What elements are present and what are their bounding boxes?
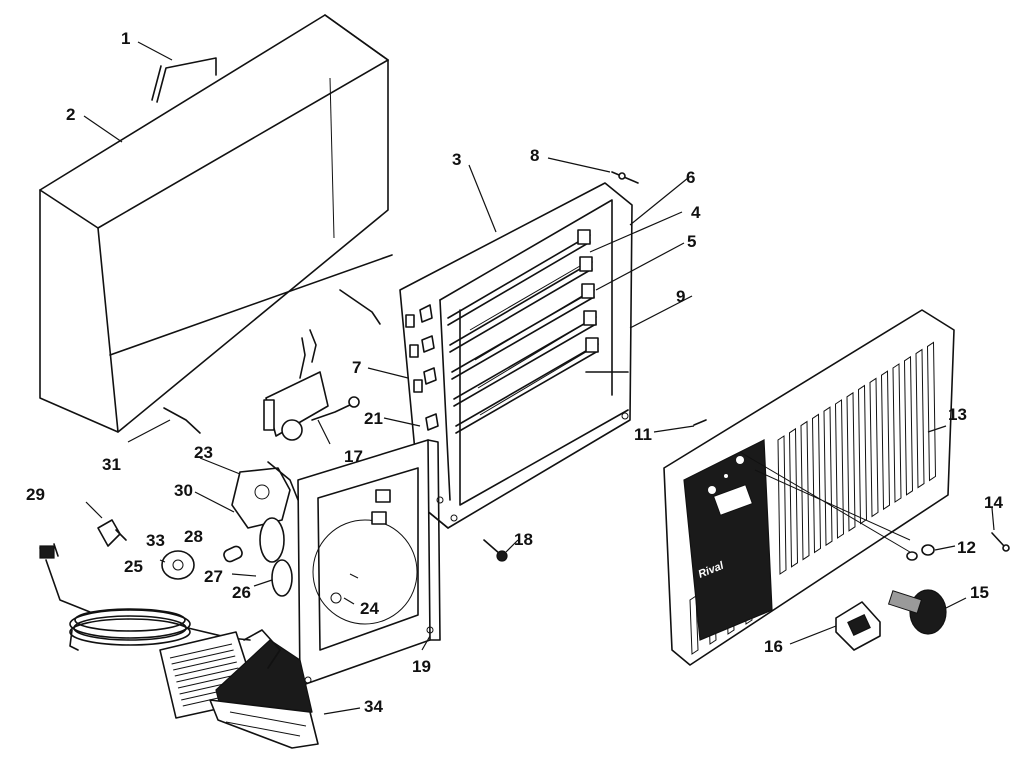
callout-7: 7 (352, 358, 361, 377)
callout-31: 31 (102, 455, 121, 474)
grille-slot (857, 384, 868, 525)
callout-23: 23 (194, 443, 213, 462)
callout-4: 4 (691, 203, 701, 222)
callout-16: 16 (764, 637, 783, 656)
bushing-part (161, 545, 243, 580)
callout-26: 26 (232, 583, 251, 602)
tag-text-line (176, 667, 239, 683)
power-cord-part (39, 543, 251, 651)
callout-5: 5 (687, 232, 696, 251)
grille-slot (892, 363, 902, 503)
callout-14: 14 (984, 493, 1003, 512)
leader-lines (83, 41, 995, 715)
callout-17: 17 (344, 447, 363, 466)
callout-33: 33 (146, 531, 165, 550)
screw-part (483, 539, 508, 562)
callout-24: 24 (360, 599, 379, 618)
motor-part (231, 461, 299, 597)
grille-slot (926, 341, 937, 482)
fan-shroud-part (297, 439, 441, 687)
callout-34: 34 (364, 697, 383, 716)
front-grille-part: Rival (663, 309, 955, 666)
callout-30: 30 (174, 481, 193, 500)
callout-19: 19 (412, 657, 431, 676)
callout-18: 18 (514, 530, 533, 549)
grille-slot (903, 355, 914, 496)
callout-15: 15 (970, 583, 989, 602)
callout-25: 25 (124, 557, 143, 576)
grille-slot (915, 348, 925, 489)
tag-text-line (177, 673, 241, 689)
grille-slot (823, 406, 833, 547)
grille-slot (834, 399, 845, 539)
callout-1: 1 (121, 29, 130, 48)
instruction-tag-part (159, 629, 319, 749)
grille-slot (811, 413, 822, 554)
grille-slot (800, 420, 810, 561)
callout-8: 8 (530, 146, 539, 165)
callout-12: 12 (957, 538, 976, 557)
element-frame-part (399, 182, 633, 529)
small-hardware-parts (693, 419, 1010, 651)
grille-slot (777, 435, 787, 575)
tag-text-line (173, 655, 236, 671)
callout-3: 3 (452, 150, 461, 169)
callout-21: 21 (364, 409, 383, 428)
tag-text-line (171, 649, 234, 665)
callout-29: 29 (26, 485, 45, 504)
tag-text-line (169, 643, 233, 659)
wire-connector-part (97, 519, 127, 547)
callout-13: 13 (948, 405, 967, 424)
callout-28: 28 (184, 527, 203, 546)
grille-slot (880, 370, 891, 511)
callout-11: 11 (634, 425, 652, 444)
handle-part (151, 57, 217, 103)
grille-slot (846, 391, 856, 532)
grille-slot (869, 377, 879, 518)
callout-6: 6 (686, 168, 695, 187)
callout-27: 27 (204, 567, 223, 586)
housing-part (39, 14, 393, 434)
grille-slot (788, 427, 799, 568)
callout-9: 9 (676, 287, 685, 306)
callout-labels: 1 2 3 4 5 6 7 8 9 11 12 13 14 15 16 17 1… (26, 29, 1003, 716)
callout-2: 2 (66, 105, 75, 124)
thermostat-part (263, 329, 360, 441)
crossbar-part (611, 171, 639, 184)
tag-text-line (174, 661, 237, 677)
grille-slot (689, 595, 699, 655)
